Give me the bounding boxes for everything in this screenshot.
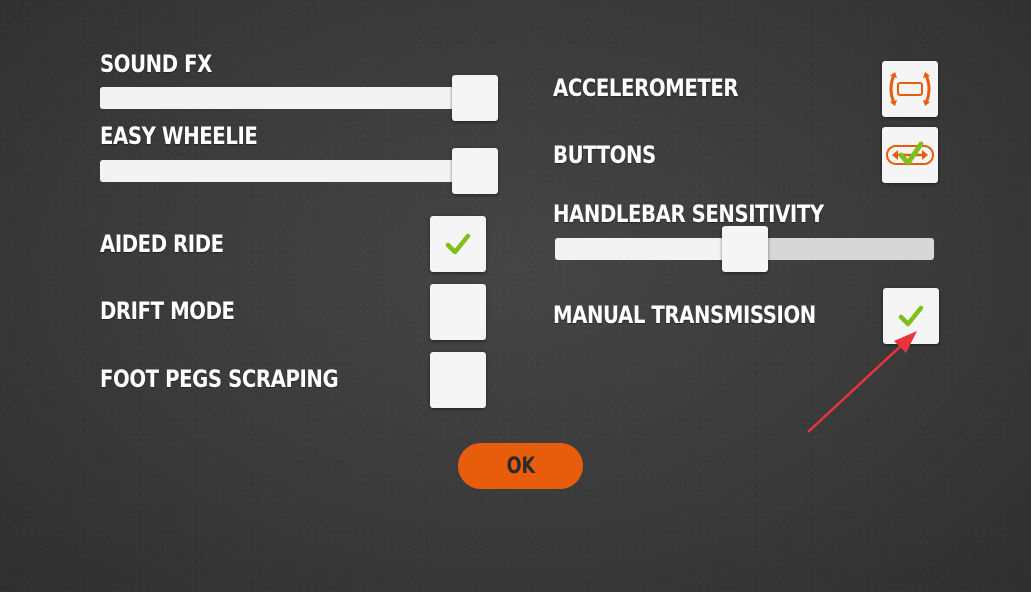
sound-fx-label: SOUND FX — [100, 50, 212, 78]
easy-wheelie-slider[interactable] — [100, 160, 498, 182]
drift-mode-checkbox[interactable] — [430, 284, 486, 340]
ok-button-label: OK — [506, 453, 535, 479]
foot-pegs-scraping-checkbox[interactable] — [430, 352, 486, 408]
drift-mode-label: DRIFT MODE — [100, 297, 235, 325]
aided-ride-checkbox[interactable] — [430, 216, 486, 272]
aided-ride-label: AIDED RIDE — [100, 230, 224, 258]
buttons-option[interactable] — [882, 127, 938, 183]
accelerometer-option[interactable] — [882, 61, 938, 117]
tilt-device-icon — [889, 72, 931, 106]
easy-wheelie-slider-fill — [100, 160, 475, 182]
foot-pegs-scraping-label: FOOT PEGS SCRAPING — [100, 365, 339, 393]
sound-fx-slider[interactable] — [100, 87, 498, 109]
easy-wheelie-slider-thumb[interactable] — [452, 148, 498, 194]
sound-fx-slider-thumb[interactable] — [452, 75, 498, 121]
sound-fx-slider-fill — [100, 87, 475, 109]
manual-transmission-checkbox[interactable] — [883, 288, 939, 344]
check-icon — [445, 233, 471, 255]
handlebar-sensitivity-slider-thumb[interactable] — [721, 226, 768, 272]
handlebar-sensitivity-label: HANDLEBAR SENSITIVITY — [553, 200, 824, 228]
ok-button[interactable]: OK — [458, 443, 583, 489]
check-icon — [898, 305, 924, 327]
handlebar-sensitivity-slider-fill — [555, 238, 745, 260]
buttons-label: BUTTONS — [553, 141, 656, 169]
easy-wheelie-label: EASY WHEELIE — [100, 122, 258, 150]
accelerometer-label: ACCELEROMETER — [553, 74, 739, 102]
manual-transmission-label: MANUAL TRANSMISSION — [553, 301, 816, 329]
arrows-check-icon — [886, 141, 934, 166]
